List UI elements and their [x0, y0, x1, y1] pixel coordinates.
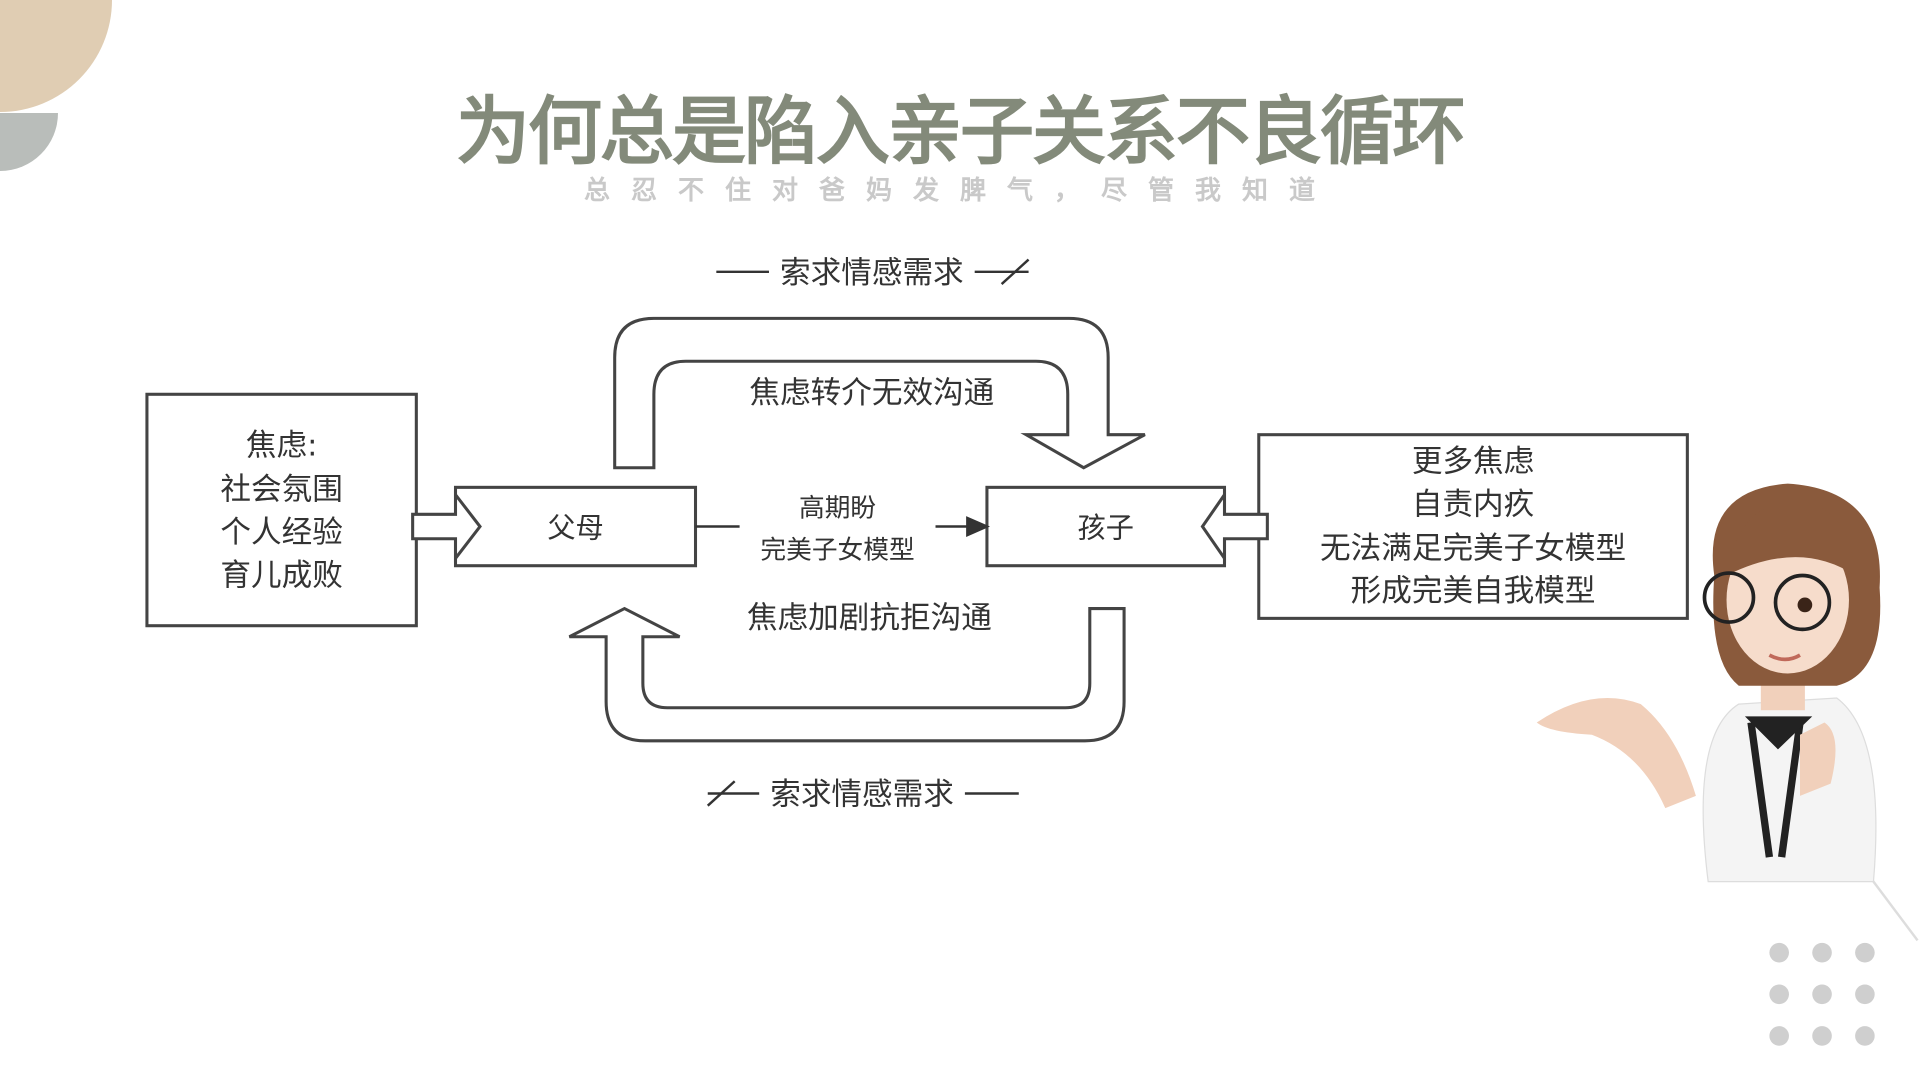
middle-label: 完美子女模型: [760, 535, 914, 565]
parents-label: 父母: [547, 512, 603, 545]
right-box-line: 更多焦虑: [1412, 444, 1534, 479]
cartoon-girl-illustration: [1536, 483, 1919, 942]
left-box-line: 个人经验: [220, 515, 342, 550]
left-box-line: 育儿成败: [220, 558, 342, 593]
bottom-cycle-arrow: [568, 606, 1126, 743]
blocked-slash-icon: [706, 780, 736, 807]
right-box-line: 无法满足完美子女模型: [1320, 531, 1626, 566]
right-box-line: 形成完美自我模型: [1351, 574, 1596, 609]
top-demand-label: 索求情感需求: [780, 256, 964, 291]
left-box-line: 社会氛围: [220, 473, 342, 508]
input-arrow-to-parents: [411, 490, 482, 563]
top-arrow-label: 焦虑转介无效沟通: [749, 376, 994, 411]
child-box: [985, 485, 1227, 568]
bottom-demand-label: 索求情感需求: [770, 777, 954, 812]
child-label: 孩子: [1078, 512, 1134, 545]
input-arrow-to-child: [1200, 489, 1269, 564]
consequence-box: [1257, 433, 1689, 620]
anxiety-source-box: [145, 392, 418, 628]
page-subtitle: 总忍不住对爸妈发脾气，尽管我知道: [583, 176, 1336, 206]
top-cycle-arrow: [613, 316, 1146, 470]
left-box-line: 焦虑:: [246, 429, 318, 464]
right-box-line: 自责内疚: [1412, 487, 1534, 522]
parents-box: [453, 485, 698, 568]
expectation-arrow-head: [966, 516, 990, 537]
dot-grid-decoration: [1769, 942, 1875, 1046]
page-title: 为何总是陷入亲子关系不良循环: [456, 89, 1466, 175]
bottom-arrow-label: 焦虑加剧抗拒沟通: [747, 601, 992, 636]
blocked-slash-icon: [1000, 258, 1030, 285]
middle-label: 高期盼: [799, 494, 876, 524]
